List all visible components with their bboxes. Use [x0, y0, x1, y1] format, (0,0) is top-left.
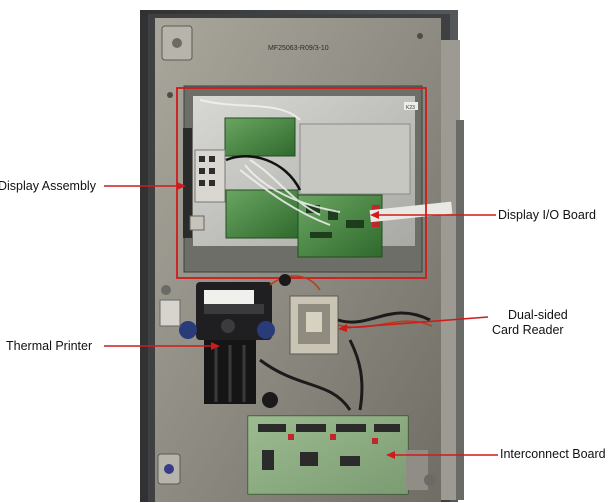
plate-label: MF25063-R09/3-10 — [268, 45, 329, 52]
display-lower-board — [225, 189, 299, 239]
display-upper-board — [224, 117, 296, 157]
label-card-reader-line1: Dual-sided — [508, 308, 568, 322]
label-card-reader-line2: Card Reader — [492, 323, 564, 337]
label-thermal-printer: Thermal Printer — [6, 339, 93, 353]
small-tag: K23 — [406, 105, 415, 111]
label-display-io-board: Display I/O Board — [498, 208, 596, 222]
label-interconnect-board: Interconnect Board — [500, 447, 606, 461]
label-display-assembly: Display Assembly — [0, 179, 96, 193]
arrow-card-reader — [343, 316, 489, 329]
callout-arrows — [104, 185, 498, 456]
